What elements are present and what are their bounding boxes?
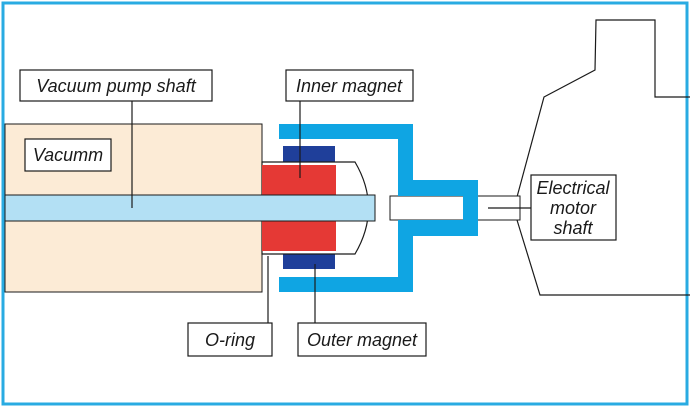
motor-outline [516, 19, 690, 198]
label-box-vacuum-pump-shaft [19, 69, 213, 102]
label-box-inner-magnet [285, 69, 414, 102]
label-motor-shaft-line2: motor [550, 198, 597, 218]
motor-outline-lower [516, 219, 690, 296]
outer-magnet-bottom [283, 252, 335, 269]
inner-magnet-top [262, 165, 336, 195]
label-box-o-ring [187, 322, 273, 357]
label-outer-magnet: Outer magnet [307, 330, 418, 350]
inner-magnet-bottom [262, 221, 336, 251]
label-o-ring: O-ring [205, 330, 255, 350]
label-box-vacuum [24, 138, 112, 172]
vacuum-pump-shaft [4, 194, 376, 222]
label-motor-shaft-line3: shaft [553, 218, 593, 238]
outer-magnet-top [283, 146, 335, 163]
label-inner-magnet: Inner magnet [296, 76, 403, 96]
label-box-outer-magnet [297, 322, 427, 357]
label-vacuum: Vacumm [33, 145, 103, 165]
label-box-motor-shaft [530, 174, 617, 241]
label-motor-shaft-line1: Electrical [536, 178, 610, 198]
label-vacuum-pump-shaft: Vacuum pump shaft [36, 76, 196, 96]
